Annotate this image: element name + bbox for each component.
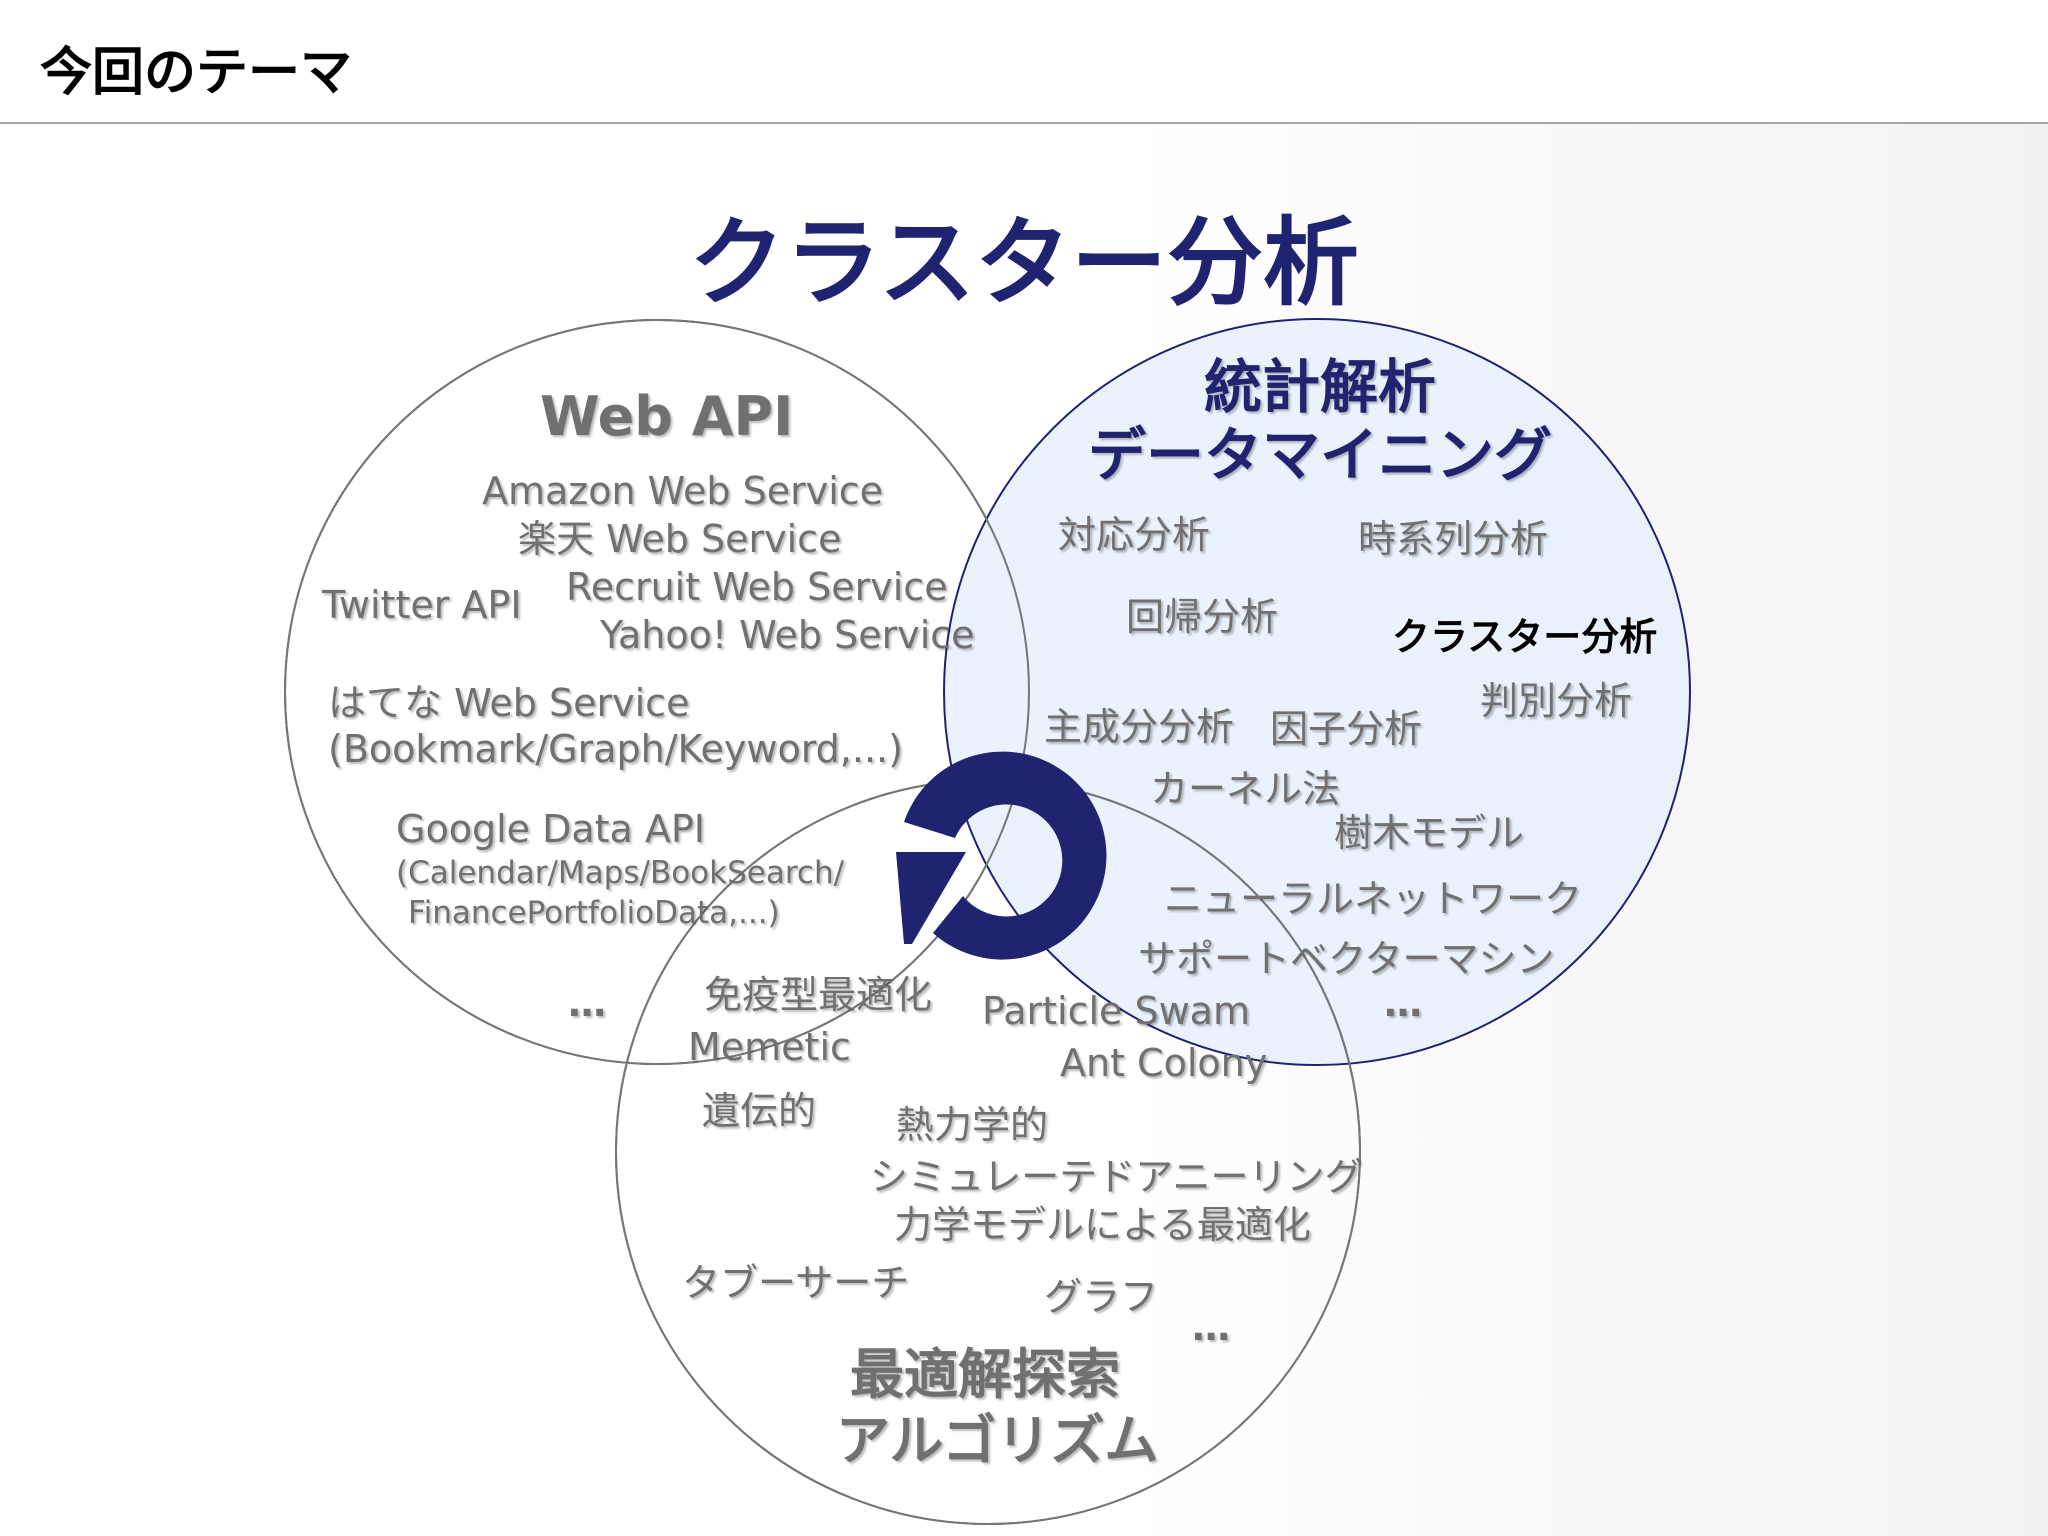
optimization-item: Particle Swam [982,989,1250,1033]
statistics-item: 対応分析 [1058,513,1211,557]
web-api-item: Twitter API [322,583,522,627]
web-api-item: (Bookmark/Graph/Keyword,...) [328,727,903,771]
optimization-item: 免疫型最適化 [704,973,933,1017]
statistics-item: 回帰分析 [1126,595,1279,639]
web-api-item: FinancePortfolioData,...) [408,895,780,931]
web-api-item: Yahoo! Web Service [600,613,975,657]
statistics-item: 判別分析 [1480,679,1633,723]
statistics-circle [943,318,1691,1066]
web-api-title: Web API [540,385,794,448]
optimization-item: シミュレーテドアニーリング [870,1155,1363,1199]
statistics-title-line1: 統計解析 [1203,353,1436,421]
statistics-item: ニューラルネットワーク [1164,877,1583,921]
statistics-item: サポートベクターマシン [1138,937,1555,981]
statistics-item: 因子分析 [1270,707,1423,751]
web-api-item: Recruit Web Service [566,565,948,609]
statistics-item: 主成分分析 [1044,705,1235,749]
optimization-item: Memetic [688,1025,851,1069]
statistics-item: カーネル法 [1150,767,1341,811]
web-api-item: (Calendar/Maps/BookSearch/ [396,855,845,891]
optimization-item: Ant Colony [1060,1041,1268,1085]
web-api-item: Amazon Web Service [482,469,884,513]
optimization-item: 熱力学的 [896,1103,1049,1147]
optimization-item: タブーサーチ [682,1261,910,1305]
optimization-item: 遺伝的 [702,1089,817,1133]
main-title: クラスター分析 [688,207,1360,319]
web-api-item: 楽天 Web Service [518,517,842,561]
statistics-item-highlight: クラスター分析 [1392,615,1658,659]
optimization-ellipsis: … [1192,1305,1234,1349]
slide-header: 今回のテーマ [0,0,2048,124]
web-api-circle-overlay [284,319,1030,1065]
statistics-title-line2: データマイニング [1087,421,1552,489]
optimization-title-line2: アルゴリズム [836,1409,1159,1472]
web-api-item: Google Data API [396,807,706,851]
statistics-item: 樹木モデル [1334,811,1525,855]
web-api-ellipsis: … [568,981,610,1025]
web-api-item: はてな Web Service [328,681,690,725]
optimization-title-line1: 最適解探索 [850,1343,1120,1406]
statistics-ellipsis: … [1384,981,1426,1025]
slide-header-title: 今回のテーマ [40,43,353,103]
cycle-arrow-icon [896,751,1107,960]
statistics-item: 時系列分析 [1358,517,1549,561]
optimization-item: 力学モデルによる最適化 [894,1203,1311,1247]
optimization-item: グラフ [1044,1275,1159,1319]
